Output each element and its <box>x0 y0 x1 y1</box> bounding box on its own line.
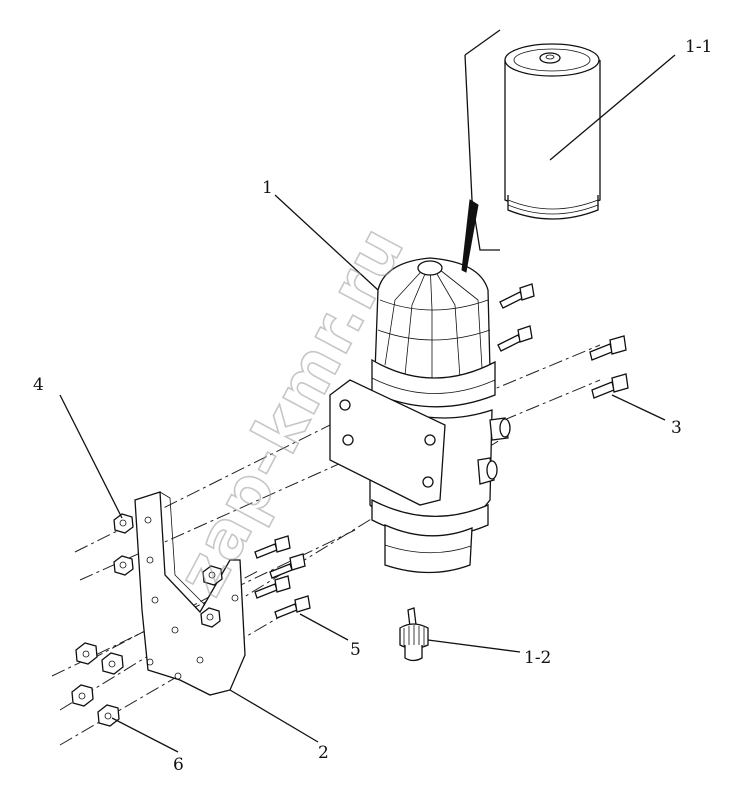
label-part-6: 6 <box>173 755 184 775</box>
bracket-part <box>134 491 246 696</box>
bolts-5-part <box>254 535 311 619</box>
label-part-1: 1 <box>262 178 273 198</box>
label-part-2: 2 <box>318 743 329 763</box>
sensor-part <box>399 607 429 662</box>
filter-element-part <box>504 43 601 220</box>
label-part-1-2: 1-2 <box>524 648 551 668</box>
label-part-4: 4 <box>33 375 44 395</box>
label-part-3: 3 <box>671 418 682 438</box>
nuts-6-part <box>71 642 124 727</box>
label-part-1-1: 1-1 <box>685 37 712 57</box>
nuts-4-part <box>113 513 223 628</box>
upper-bolts-part <box>497 283 535 352</box>
bolts-3-part <box>589 335 629 399</box>
leader-lines <box>59 29 676 753</box>
label-part-5: 5 <box>350 640 361 660</box>
filter-housing-part <box>329 257 511 574</box>
